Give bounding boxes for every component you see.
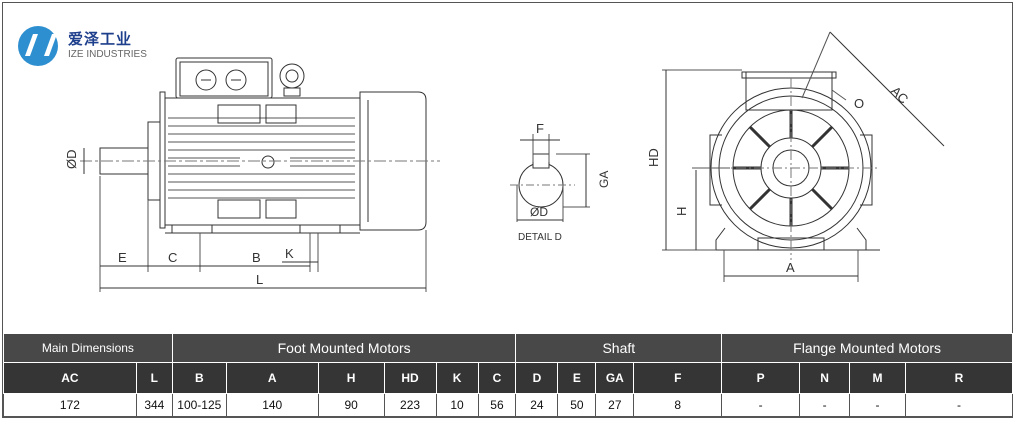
brand-name-en: IZE INDUSTRIES (68, 49, 147, 60)
column-header-row: AC L B A H HD K C D E GA F P N M R (3, 362, 1014, 394)
detail-label-f: F (536, 121, 544, 136)
col-ga: GA (595, 362, 635, 394)
front-view (662, 31, 945, 282)
dimensions-table: Main Dimensions Foot Mounted Motors Shaf… (3, 333, 1014, 417)
front-label-a: A (786, 260, 795, 275)
cell-d: 24 (515, 393, 559, 417)
dim-label-l: L (256, 272, 263, 287)
detail-label-ga: GA (597, 171, 611, 188)
cell-h: 90 (317, 393, 385, 417)
group-shaft: Shaft (515, 333, 723, 363)
dim-label-d: ØD (64, 150, 79, 170)
col-k: K (435, 362, 479, 394)
col-b: B (171, 362, 227, 394)
front-label-ac: AC (888, 83, 911, 106)
group-main-dimensions: Main Dimensions (3, 333, 173, 363)
dim-label-e: E (118, 250, 127, 265)
col-h: H (317, 362, 385, 394)
group-foot-mounted: Foot Mounted Motors (171, 333, 517, 363)
col-l: L (135, 362, 173, 394)
cell-p: - (721, 393, 801, 417)
col-e: E (557, 362, 597, 394)
group-header-row: Main Dimensions Foot Mounted Motors Shaf… (3, 333, 1013, 363)
col-p: P (721, 362, 801, 394)
cell-ga: 27 (595, 393, 635, 417)
front-label-o: O (854, 96, 864, 111)
table-row: 172 344 100-125 140 90 223 10 56 24 50 2… (3, 393, 1014, 417)
brand-name-cn: 爱泽工业 (68, 30, 133, 48)
col-f: F (633, 362, 723, 394)
col-ac: AC (3, 362, 137, 394)
col-n: N (799, 362, 851, 394)
logo-icon (18, 26, 58, 66)
shaft-detail (510, 134, 590, 222)
cell-l: 344 (135, 393, 173, 417)
cell-e: 50 (557, 393, 597, 417)
cell-a: 140 (225, 393, 319, 417)
col-m: M (849, 362, 906, 394)
detail-caption: DETAIL D (518, 232, 562, 243)
front-label-hd: HD (646, 148, 661, 167)
cell-k: 10 (435, 393, 479, 417)
cell-ac: 172 (3, 393, 137, 417)
col-hd: HD (383, 362, 437, 394)
cell-r: - (904, 393, 1014, 417)
brand-logo: 爱泽工业 IZE INDUSTRIES (18, 26, 158, 70)
col-a: A (225, 362, 319, 394)
motor-technical-drawing: ØD E C B K L F GA ØD DETAIL D (64, 31, 945, 292)
col-d: D (515, 362, 559, 394)
col-r: R (904, 362, 1014, 394)
col-c: C (477, 362, 517, 394)
cell-b: 100-125 (171, 393, 227, 417)
dim-label-k: K (285, 246, 294, 261)
cell-n: - (799, 393, 851, 417)
cell-hd: 223 (383, 393, 437, 417)
cell-m: - (849, 393, 906, 417)
dim-label-b: B (252, 250, 261, 265)
cell-f: 8 (633, 393, 723, 417)
dim-label-c: C (168, 250, 177, 265)
side-view (80, 57, 440, 292)
group-flange-mounted: Flange Mounted Motors (721, 333, 1013, 363)
front-label-h: H (674, 207, 689, 216)
cell-c: 56 (477, 393, 517, 417)
detail-label-d: ØD (530, 205, 548, 219)
